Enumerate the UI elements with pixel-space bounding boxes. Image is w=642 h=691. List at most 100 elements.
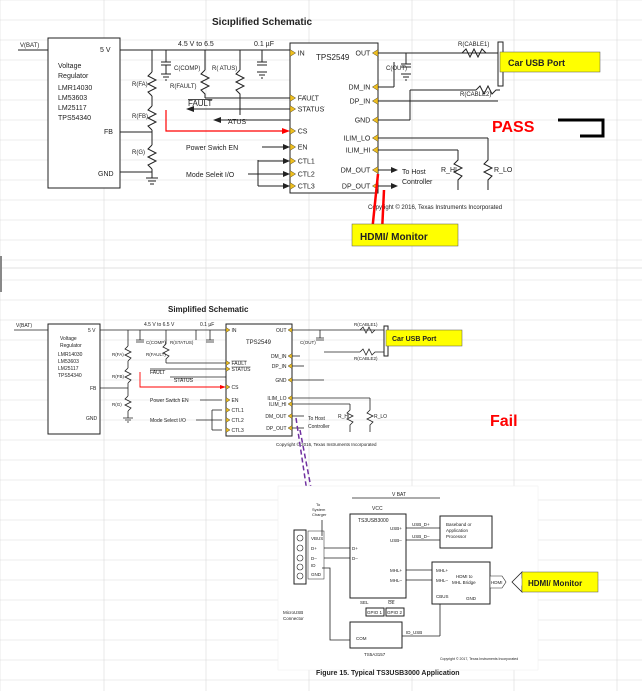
bottom-cout-cap <box>316 337 324 341</box>
u3-bridge-mhl-m: MHL– <box>436 578 449 583</box>
bottom-right-pins: OUTDM_INDP_INGNDILIM_LOILIM_HIDM_OUTDP_O… <box>265 327 293 432</box>
top-car-usb-callout <box>499 51 601 73</box>
bottom-fail-label: Fail <box>490 413 518 430</box>
u3-baseband-box <box>439 515 493 549</box>
bottom-car-usb: Car USB Port <box>392 336 437 343</box>
top-rfault-resistor <box>199 69 211 98</box>
bottom-cs-red-arrow <box>220 385 226 389</box>
top-right-pin-label: DM_IN <box>349 84 371 91</box>
top-rlo-resistor <box>482 138 494 190</box>
top-rg: R(G) <box>132 150 145 156</box>
top-reg-line-3: LM53603 <box>58 95 87 102</box>
top-rfault: R(FAULT) <box>170 84 197 90</box>
bottom-cs-red-wire <box>139 372 222 388</box>
bottom-figure-caption: Figure 15. Typical TS3USB3000 Applicatio… <box>316 670 460 677</box>
top-en-arrow <box>283 144 290 150</box>
u3-vbat: V BAT <box>392 492 406 498</box>
bottom-vbat-label: V(BAT) <box>16 323 32 329</box>
u3-connector-pin <box>296 544 304 552</box>
u3-sel: SEL <box>360 600 369 605</box>
u3-usb-dm: USB– <box>390 538 402 543</box>
top-hdmi: HDMI/ Monitor <box>360 232 428 243</box>
bottom-car-usb-callout <box>385 329 463 347</box>
bottom-reg-line-2: LMR14030 <box>58 352 83 358</box>
bottom-right-pin-label: OUT <box>276 328 287 334</box>
bottom-right-pin-label: DM_OUT <box>265 414 286 420</box>
bottom-to-host-0: To Host <box>308 416 326 422</box>
bottom-rg-resistor <box>124 395 132 412</box>
u3-vbus: VBUS <box>311 536 323 541</box>
top-rfa: R(FA) <box>132 82 148 88</box>
bottom-hdmi: HDMI/ Monitor <box>528 579 582 588</box>
bottom-vrange: 4.5 V to 6.5 V <box>144 322 175 328</box>
top-reg-5v: 5 V <box>100 47 111 54</box>
u3-dminus: D– <box>311 556 317 561</box>
top-reg-line-4: LM25117 <box>58 105 87 112</box>
u3-bridge-mhl-p: MHL+ <box>436 568 449 573</box>
top-gnd-symbol-4 <box>401 73 411 81</box>
bottom-right-pin-label: GND <box>275 378 287 384</box>
top-left-pin-label: CTL3 <box>298 183 315 190</box>
top-rfb: R(FB) <box>132 114 148 120</box>
u3-oe: OE <box>388 600 395 605</box>
u3-bridge-gnd: GND <box>466 596 477 601</box>
bottom-left-pin-label: EN <box>232 398 239 404</box>
u3-gpio1-box <box>365 607 385 617</box>
u3-usb-dp: USB+ <box>390 526 402 531</box>
bottom-right-pin-label: ILIM_LO <box>267 396 286 402</box>
u3-cbus: CBUS <box>436 594 449 599</box>
bottom-title: Simplified Schematic <box>168 305 249 314</box>
bottom-mode-select: Mode Select I/O <box>150 418 186 424</box>
top-atus-bar: ATUS <box>228 119 246 126</box>
top-right-pin-label: DP_IN <box>350 98 371 105</box>
bottom-hdmi-callout <box>521 571 599 593</box>
bottom-rfault: R(FAULT) <box>146 352 166 357</box>
u3-connector-labels-frame <box>307 530 325 580</box>
u3-hdmi-tag <box>489 575 507 589</box>
u3-bridge-box <box>431 561 491 605</box>
bottom-rstatus: R(STATUS) <box>170 340 194 345</box>
top-rg-resistor <box>146 144 158 170</box>
top-rcable1-resistor <box>461 47 487 59</box>
u3-to-system-2: Charger <box>312 512 327 517</box>
bottom-left-pin-marker <box>225 360 231 366</box>
top-to-host-1: Controller <box>402 179 433 186</box>
bottom-schematic: Simplified Schematic V(BAT) 5 V Voltage … <box>14 305 599 677</box>
top-pass-label: PASS <box>492 119 535 136</box>
bottom-in-cap <box>206 339 214 343</box>
bottom-reg-5v: 5 V <box>88 328 96 334</box>
bottom-left-pin-marker <box>225 397 231 403</box>
u3-vcc: VCC <box>372 506 383 512</box>
top-status-arrow <box>213 117 221 123</box>
top-right-pin-label: OUT <box>356 50 372 57</box>
bottom-reg-line-4: LM25117 <box>58 366 79 372</box>
top-right-pin-label: GND <box>355 117 371 124</box>
top-right-pin-label: DM_OUT <box>341 167 371 174</box>
u3-mhl-p: MHL+ <box>390 568 403 573</box>
bottom-chip-name: TPS2549 <box>246 340 272 346</box>
bottom-rhi: R_HI <box>338 414 349 420</box>
u3-gpio2: GPIO 2 <box>387 610 403 615</box>
top-reg-gnd: GND <box>98 171 114 178</box>
top-title: Sicıplified Schematic <box>212 17 312 28</box>
bottom-reg-line-3: LM53603 <box>58 359 79 365</box>
top-left-pin-marker <box>289 170 296 178</box>
u3-gpio2-box <box>385 607 405 617</box>
top-ctl2-arrow <box>283 171 290 177</box>
top-gnd-symbol-1 <box>146 177 158 185</box>
u3-id-usb: ID_USB <box>406 630 422 635</box>
top-reg-line-1: Regulator <box>58 73 89 80</box>
top-right-pin-label: ILIM_HI <box>346 147 371 154</box>
top-left-pin-marker <box>289 157 296 165</box>
bottom-left-pin-label: CTL1 <box>232 408 244 414</box>
top-fault-arrow <box>186 106 194 112</box>
top-schematic: Sicıplified Schematic V(BAT) 5 V Voltage… <box>18 17 605 247</box>
bottom-rlo: R_LO <box>374 414 387 420</box>
top-tps2549-box <box>289 42 379 194</box>
bottom-rcable2: R(CABLE2) <box>354 356 378 361</box>
top-left-pin-marker <box>289 182 296 190</box>
top-left-pin-marker <box>289 127 296 135</box>
top-cout-cap <box>401 63 411 68</box>
bottom-gnd-symbol-1 <box>123 417 133 423</box>
